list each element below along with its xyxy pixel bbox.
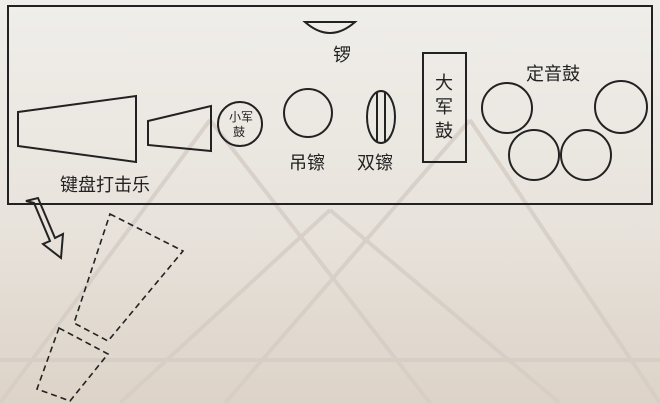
gong-label: 锣 <box>333 45 351 66</box>
background-line <box>223 118 472 403</box>
snare-drum-label-line1: 小军 <box>229 110 253 124</box>
background-line <box>468 118 660 403</box>
stage-area <box>7 5 653 205</box>
suspended-cymbal-shape <box>283 88 333 138</box>
background-line <box>0 118 212 403</box>
snare-drum-shape <box>217 101 263 147</box>
background-line <box>118 208 332 403</box>
timpani-drum-bottom-left <box>508 129 560 181</box>
bass-drum-label-line2: 军 <box>435 97 453 118</box>
bass-drum-label-line3: 鼓 <box>435 121 453 142</box>
keyboard-percussion-secondary-shape <box>147 104 212 153</box>
keyboard-percussion-label: 键盘打击乐 <box>60 175 150 196</box>
background-line <box>208 118 432 403</box>
timpani-drum-bottom-right <box>560 129 612 181</box>
timpani-drum-right <box>594 80 648 134</box>
suspended-cymbal-label: 吊镲 <box>289 153 325 174</box>
keyboard-percussion-main-shape <box>17 94 137 164</box>
snare-drum-label-line2: 鼓 <box>233 125 245 139</box>
keyboard-percussion-main-outline <box>73 212 185 343</box>
bass-drum-label-line1: 大 <box>435 73 453 94</box>
gong-shape <box>302 21 358 34</box>
background-line <box>328 208 562 403</box>
timpani-drum-left <box>481 82 533 134</box>
crash-cymbals-label: 双镲 <box>357 153 393 174</box>
timpani-label: 定音鼓 <box>526 64 580 85</box>
crash-cymbals-shape <box>366 90 396 144</box>
bass-drum-shape <box>422 52 467 163</box>
keyboard-percussion-secondary-outline <box>35 326 110 402</box>
arrow-icon <box>25 196 65 260</box>
